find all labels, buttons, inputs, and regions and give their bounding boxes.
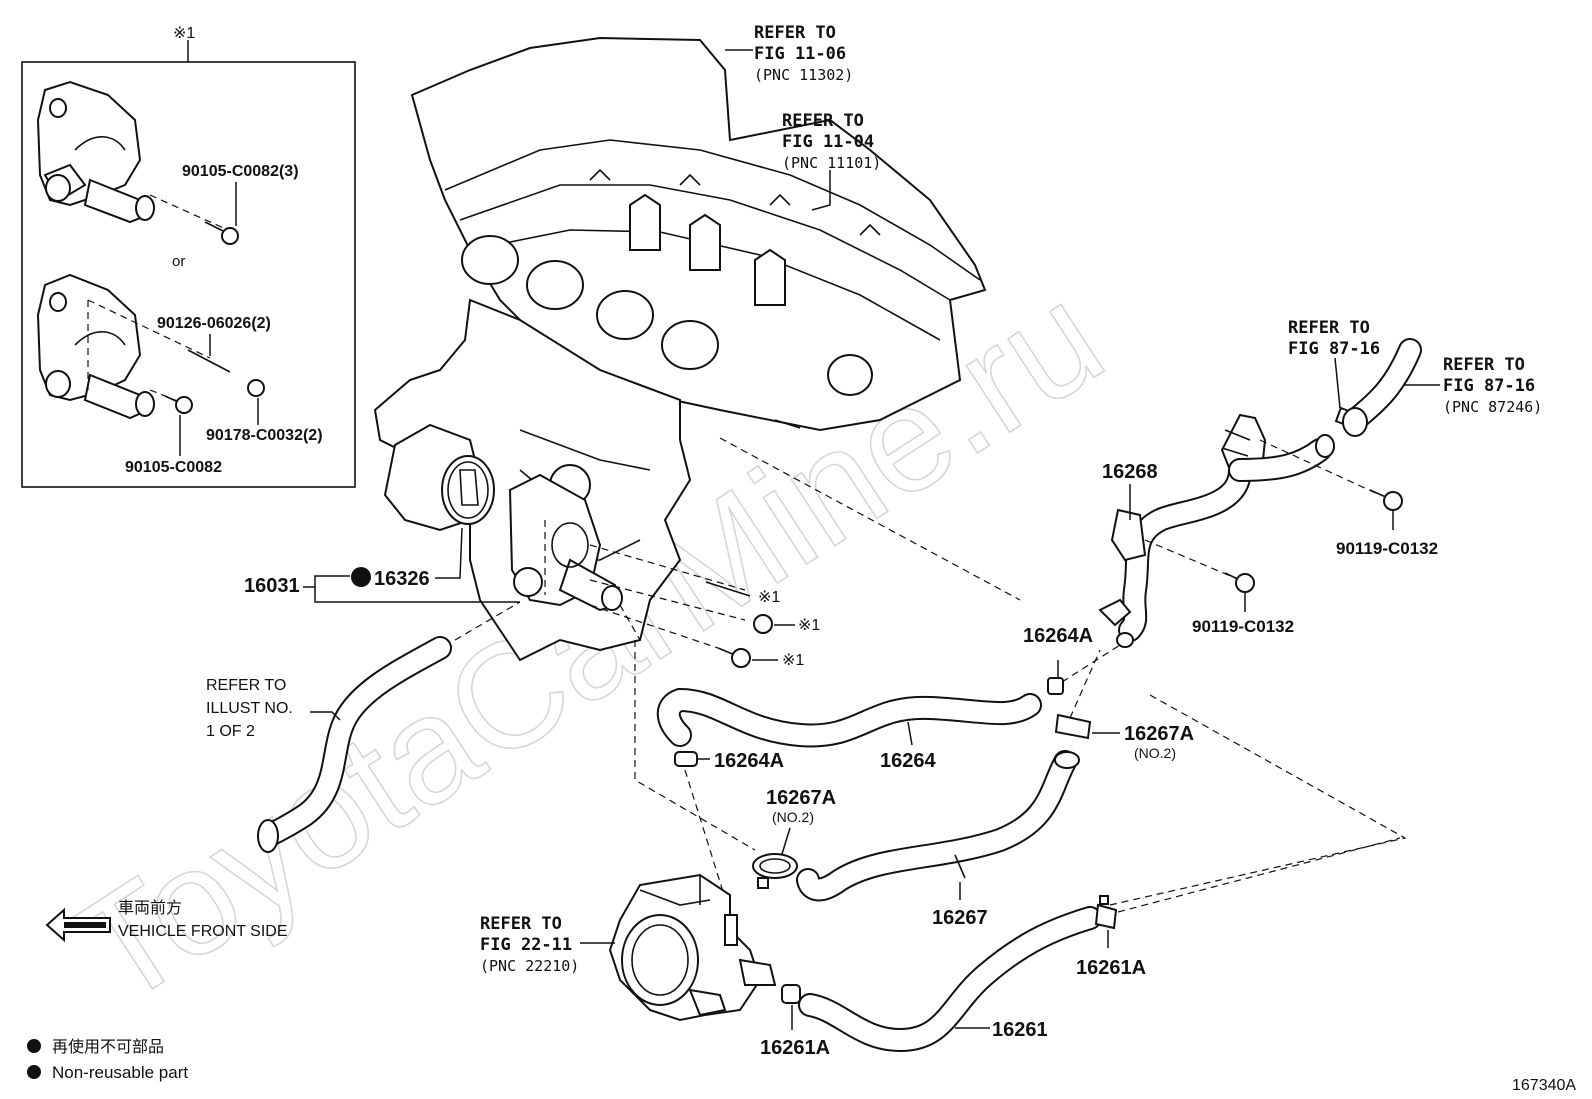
inset-title: ※1: [173, 25, 195, 42]
part-16264A-top: 16264A: [1023, 625, 1093, 647]
ref-fig-11-06: REFER TO FIG 11-06 (PNC 11302): [754, 23, 856, 84]
part-16267A-right-sub: (NO.2): [1134, 745, 1176, 761]
legend-jp: 再使用不可部品: [52, 1038, 164, 1056]
part-16268: 16268: [1102, 461, 1158, 483]
clamp-icon: [1047, 677, 1064, 695]
legend-en: Non-reusable part: [52, 1063, 188, 1082]
water-pump: [383, 423, 495, 532]
part-16261: 16261: [992, 1019, 1048, 1041]
or-label: or: [172, 253, 185, 270]
clamp-icon: [674, 751, 698, 767]
part-90105-c0082: 90105-C0082: [125, 459, 222, 476]
bolt-icon: [1224, 572, 1255, 593]
ref-fig-87-16-b: REFER TO FIG 87-16 (PNC 87246): [1443, 355, 1545, 416]
mark-1: ※1: [758, 589, 780, 606]
part-90119-c0132-b: 90119-C0132: [1192, 617, 1294, 636]
water-bypass-pipe: [1098, 413, 1335, 648]
ref-fig-22-11: REFER TO FIG 22-11 (PNC 22210): [480, 914, 582, 975]
part-16326: 16326: [374, 568, 430, 590]
non-reusable-marker: [351, 567, 371, 587]
mark-3: ※1: [782, 652, 804, 669]
ref-illust-1-of-2: REFER TO ILLUST NO. 1 OF 2: [206, 677, 297, 740]
part-16267A-left-sub: (NO.2): [772, 809, 814, 825]
stud-bolt-icon: [705, 581, 751, 597]
part-16264A-left: 16264A: [714, 750, 784, 772]
water-hose-16261: [798, 906, 1102, 1053]
clamp-icon: [752, 853, 798, 889]
water-inlet-housing: [508, 473, 623, 612]
intake-ports: [461, 235, 873, 396]
part-16261A-right: 16261A: [1076, 957, 1146, 979]
cam-journals: [589, 168, 881, 306]
engine-block: [373, 36, 987, 662]
figure-code: 167340A: [1512, 1077, 1576, 1094]
part-16267A-left: 16267A: [766, 787, 836, 809]
part-16261A-bottom: 16261A: [760, 1037, 830, 1059]
radiator-hose: [257, 636, 452, 853]
bolt-icon: [717, 647, 751, 668]
nut-icon: [247, 379, 265, 397]
vehicle-front-en: VEHICLE FRONT SIDE: [118, 923, 288, 940]
part-90126-06026-2: 90126-06026(2): [157, 315, 271, 332]
clamp-icon: [781, 984, 801, 1004]
inset-box: ※1 90105-C0082(3) or: [21, 25, 356, 488]
part-16264: 16264: [880, 750, 936, 772]
vehicle-front-arrow-icon: [45, 907, 111, 943]
mark-2: ※1: [798, 617, 820, 634]
ref-fig-11-04: REFER TO FIG 11-04 (PNC 11101): [782, 111, 884, 172]
stud-bolt-icon: [187, 349, 231, 373]
water-hose-16267: [796, 750, 1080, 902]
vehicle-front-jp: 車両前方: [118, 899, 182, 917]
water-outlet-housing-b: [36, 273, 155, 420]
legend-dot-icon: [27, 1039, 41, 1053]
part-16267: 16267: [932, 907, 988, 929]
water-outlet-housing-a: [36, 80, 155, 224]
water-hose-16264: [656, 687, 1042, 748]
part-16267A-right: 16267A: [1124, 723, 1194, 745]
bolt-icon: [204, 221, 239, 245]
part-16031: 16031: [244, 575, 300, 597]
part-90178-c0032-2: 90178-C0032(2): [206, 427, 323, 444]
ref-fig-87-16-a: REFER TO FIG 87-16: [1288, 318, 1380, 359]
part-90119-c0132-a: 90119-C0132: [1336, 539, 1438, 558]
clamp-icon: [1054, 713, 1092, 740]
legend-dot-icon: [27, 1065, 41, 1079]
bolt-icon: [164, 395, 193, 414]
bolt-icon: [1369, 489, 1403, 511]
nut-icon: [753, 614, 773, 634]
throttle-body: [608, 873, 777, 1022]
part-90105-c0082-3: 90105-C0082(3): [182, 163, 299, 180]
clamp-icon: [1094, 895, 1118, 930]
